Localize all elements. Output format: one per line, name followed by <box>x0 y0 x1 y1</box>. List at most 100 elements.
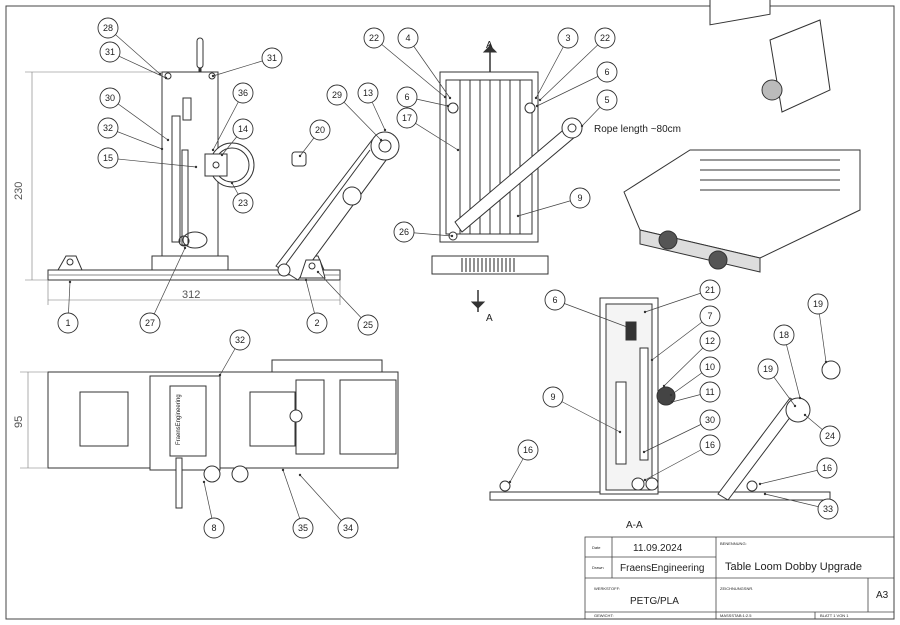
balloon-leader <box>554 299 628 328</box>
balloon-number: 36 <box>238 88 248 98</box>
dimension-height: 230 <box>13 182 25 200</box>
balloon-number: 16 <box>705 440 715 450</box>
leader-dot <box>803 413 807 417</box>
balloon-12: 12 <box>662 330 721 388</box>
section-marker-bottom: A <box>486 313 493 324</box>
balloon-circle <box>557 27 579 49</box>
balloon-leader <box>783 334 801 399</box>
balloon-leader <box>644 444 711 481</box>
balloon-number: 20 <box>315 125 325 135</box>
balloon-9: 9 <box>516 187 591 218</box>
balloon-circle <box>139 312 161 334</box>
balloon-circle <box>594 27 616 49</box>
leader-dot <box>650 358 654 362</box>
leader-dot <box>166 138 170 142</box>
leader-dot <box>625 325 629 329</box>
balloon-8: 8 <box>202 480 225 539</box>
leader-dot <box>580 124 584 128</box>
balloon-22: 22 <box>538 27 616 102</box>
balloon-circle <box>699 356 721 378</box>
balloon-number: 24 <box>825 431 835 441</box>
scale-label: MASSSTAB:1:2.5 <box>720 613 752 618</box>
leader-dot <box>220 153 224 157</box>
leader-dot <box>669 393 673 397</box>
leader-dot <box>824 360 828 364</box>
material-label: WERKSTOFF: <box>594 586 620 591</box>
balloon-10: 10 <box>669 356 721 397</box>
leader-dot <box>642 450 646 454</box>
balloon-16: 16 <box>643 434 721 482</box>
leader-dot <box>298 154 302 158</box>
dimension-depth: 95 <box>13 416 25 428</box>
lever-side-view <box>275 131 400 281</box>
front-view <box>25 37 341 305</box>
leader-dot <box>160 147 164 151</box>
balloon-number: 35 <box>298 523 308 533</box>
balloon-leader <box>644 289 711 313</box>
leader-dot <box>508 480 512 484</box>
leader-dot <box>798 396 802 400</box>
section-view-top <box>431 44 583 312</box>
balloon-leader <box>539 37 606 101</box>
balloon-circle <box>292 517 314 539</box>
leader-dot <box>298 473 302 477</box>
balloon-7: 7 <box>650 305 721 362</box>
balloon-leader <box>552 396 621 433</box>
leader-dot <box>281 468 285 472</box>
designation-value: Table Loom Dobby Upgrade <box>725 561 862 573</box>
balloon-number: 28 <box>103 23 113 33</box>
balloon-30: 30 <box>642 409 721 454</box>
leader-dot <box>793 404 797 408</box>
leader-dot <box>304 278 308 282</box>
balloon-circle <box>544 289 566 311</box>
leader-dot <box>211 148 215 152</box>
balloon-number: 6 <box>404 92 409 102</box>
balloon-number: 32 <box>235 335 245 345</box>
balloon-4: 4 <box>397 27 452 100</box>
balloon-circle <box>57 312 79 334</box>
balloon-number: 22 <box>600 33 610 43</box>
balloon-34: 34 <box>298 473 359 539</box>
leader-dot <box>643 310 647 314</box>
balloon-9: 9 <box>542 386 622 434</box>
balloon-31: 31 <box>99 41 168 80</box>
balloon-circle <box>97 17 119 39</box>
balloon-circle <box>261 47 283 69</box>
balloon-1: 1 <box>57 280 79 334</box>
leader-dot <box>443 95 447 99</box>
leader-dot <box>316 270 320 274</box>
balloon-31: 31 <box>211 47 283 78</box>
balloon-5: 5 <box>580 89 618 128</box>
balloon-number: 30 <box>105 93 115 103</box>
balloon-circle <box>757 358 779 380</box>
balloon-22: 22 <box>363 27 447 99</box>
balloon-number: 6 <box>552 295 557 305</box>
leader-dot <box>662 384 666 388</box>
balloon-circle <box>232 82 254 104</box>
balloon-30: 30 <box>99 87 170 142</box>
balloon-circle <box>699 409 721 431</box>
balloon-leader <box>149 247 186 324</box>
section-view-label: A-A <box>626 520 643 531</box>
balloon-circle <box>326 84 348 106</box>
balloon-20: 20 <box>298 119 331 158</box>
leader-dot <box>456 148 460 152</box>
balloon-circle <box>309 119 331 141</box>
balloon-number: 16 <box>523 445 533 455</box>
balloon-36: 36 <box>211 82 254 152</box>
leader-dot <box>758 482 762 486</box>
material-value: PETG/PLA <box>630 596 679 607</box>
balloon-leader <box>317 271 369 326</box>
leader-dot <box>516 214 520 218</box>
balloon-number: 9 <box>577 193 582 203</box>
leader-dot <box>218 373 222 377</box>
vertical-logo-text: FraensEngineering <box>176 394 182 445</box>
section-marker-top: A <box>486 40 493 51</box>
balloon-circle <box>517 439 539 461</box>
dimension-width: 312 <box>182 289 200 301</box>
balloon-2: 2 <box>304 278 328 334</box>
designation-label: BENENNUNG: <box>720 541 747 546</box>
balloon-leader <box>109 97 169 141</box>
